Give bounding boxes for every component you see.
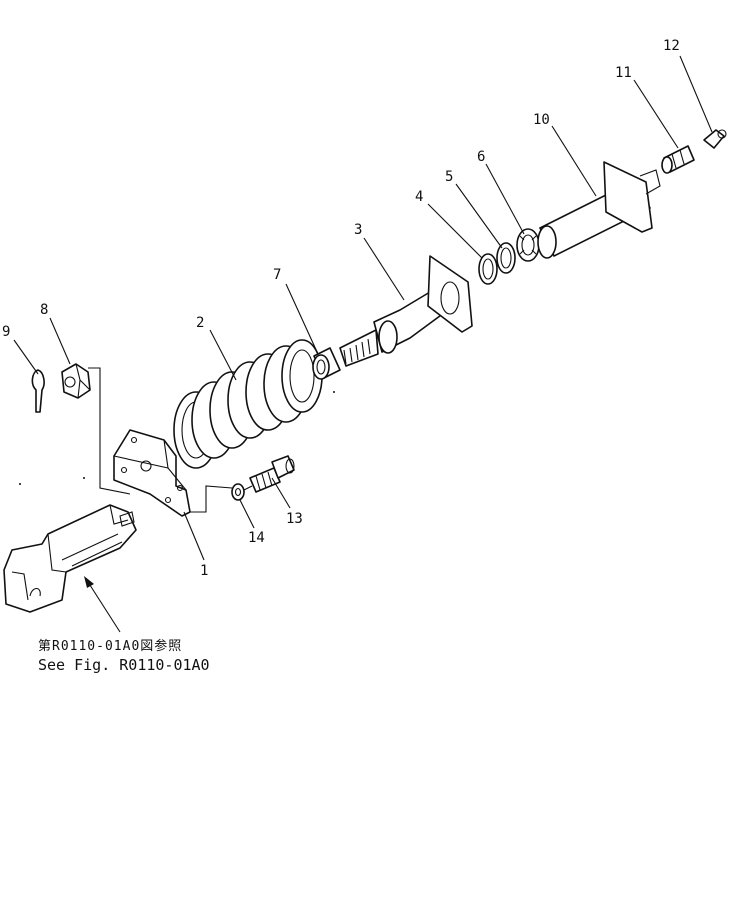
callout-1: 1: [200, 563, 208, 579]
callout-numbers: 1 2 3 4 5 6 7 8 9 10 11 12 13 14: [2, 38, 680, 579]
part-7-spacer: [312, 347, 341, 380]
part-5-ring: [496, 242, 516, 274]
callout-12: 12: [663, 38, 680, 54]
reference-jp: 第R0110-01A0図参照: [38, 638, 182, 654]
part-13-bolt: [249, 455, 295, 493]
part-10-cylinder: [537, 161, 661, 259]
callout-8: 8: [40, 302, 48, 318]
callout-3: 3: [354, 222, 362, 238]
part-11-valve: [661, 145, 695, 174]
callout-9: 9: [2, 324, 10, 340]
part-1-bracket: [113, 429, 191, 517]
callout-11: 11: [615, 65, 632, 81]
callout-7: 7: [273, 267, 281, 283]
callout-13: 13: [286, 511, 303, 527]
callout-2: 2: [196, 315, 204, 331]
figure-reference: 第R0110-01A0図参照 See Fig. R0110-01A0: [38, 638, 210, 674]
leader-lines: [13, 55, 713, 633]
callout-4: 4: [415, 189, 423, 205]
track-frame: [3, 504, 137, 613]
callout-14: 14: [248, 530, 265, 546]
part-6-packing: [516, 228, 540, 262]
assembly-guide-lines: [19, 367, 335, 513]
part-12-fitting: [703, 129, 727, 149]
callout-6: 6: [477, 149, 485, 165]
part-3-rod: [339, 255, 473, 367]
part-9-pin: [31, 369, 45, 413]
reference-en: See Fig. R0110-01A0: [38, 656, 210, 674]
callout-10: 10: [533, 112, 550, 128]
part-4-oring: [478, 253, 498, 285]
part-2-spring: [173, 339, 323, 469]
part-14-washer: [231, 483, 245, 501]
callout-5: 5: [445, 169, 453, 185]
part-8-nut: [61, 363, 91, 399]
